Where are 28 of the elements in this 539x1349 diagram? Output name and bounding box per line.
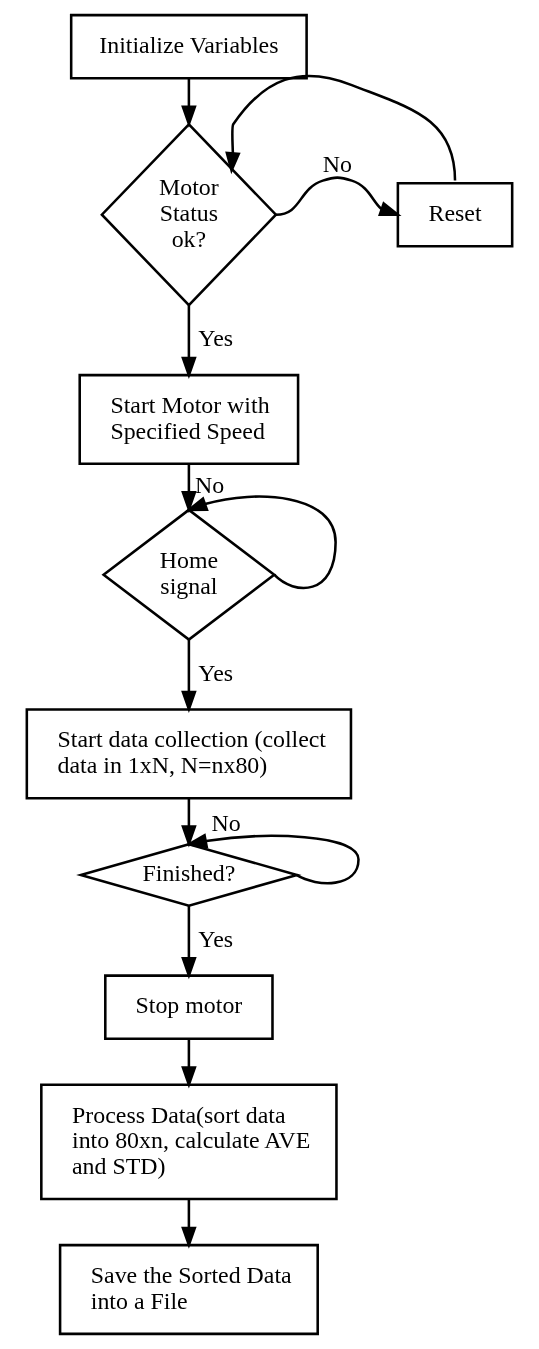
- edge-label: No: [322, 151, 352, 178]
- node-box: Stop motor: [104, 974, 274, 1040]
- arrow: [181, 905, 197, 980]
- arrow: [225, 74, 457, 181]
- node-box: Process Data(sort data into 80xn, calculate AVE and STD): [40, 1083, 338, 1201]
- edge-label: Yes: [198, 659, 234, 686]
- arrow: [181, 464, 197, 514]
- arrow: [181, 305, 197, 379]
- arrow: [181, 1199, 197, 1249]
- arrow: [185, 833, 360, 885]
- node-box: Start data collection (collect data in 1xN, N=nx80): [25, 708, 353, 800]
- arrow: [181, 798, 197, 848]
- node-diamond: Motor Status ok?: [100, 122, 278, 307]
- edge-label: Yes: [198, 325, 234, 352]
- arrow: [181, 639, 197, 713]
- arrow: [181, 78, 197, 128]
- arrow: [181, 1039, 197, 1089]
- node-box: Initialize Variables: [69, 13, 308, 80]
- edge-label: No: [211, 809, 241, 836]
- node-box: Reset: [396, 181, 514, 248]
- node-box: Save the Sorted Data into a File: [58, 1243, 319, 1336]
- node-diamond: Home signal: [101, 508, 277, 642]
- node-diamond: Finished?: [76, 842, 302, 907]
- edge-label: Yes: [198, 925, 234, 952]
- arrow: [185, 495, 337, 590]
- node-box: Start Motor with Specified Speed: [78, 373, 300, 466]
- arrow: [275, 176, 402, 217]
- edge-label: No: [195, 472, 225, 499]
